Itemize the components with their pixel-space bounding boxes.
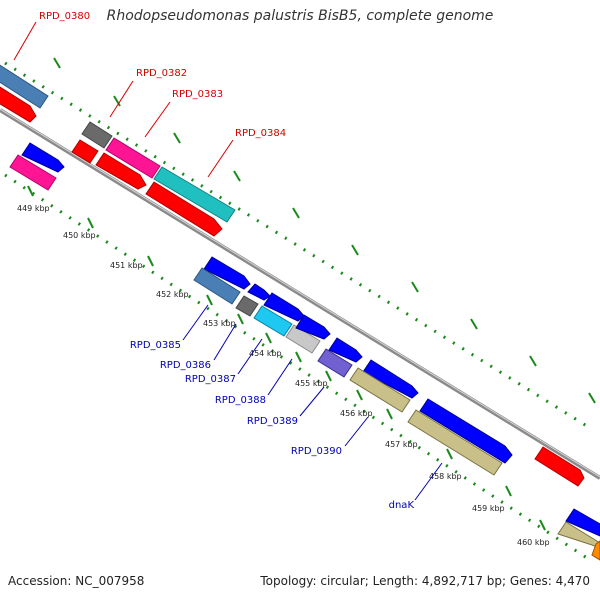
gene-rpd0380 <box>0 64 49 109</box>
gene-rpd0386 <box>235 295 259 317</box>
tick-label: 453 kbp <box>203 319 236 328</box>
gene-red <box>95 152 147 190</box>
tick-label: 459 kbp <box>472 504 505 513</box>
gene-blue <box>247 283 271 301</box>
gene-label-rpd0385: RPD_0385 <box>130 340 181 351</box>
topology-summary: Topology: circular; Length: 4,892,717 bp… <box>260 574 590 588</box>
genes-upper <box>0 64 585 487</box>
gene-label-rpd0390: RPD_0390 <box>291 446 342 457</box>
tick-label: 458 kbp <box>429 472 462 481</box>
outer-major-ticks <box>53 57 596 404</box>
accession-text: Accession: NC_007958 <box>8 574 145 588</box>
gene-label-rpd0384: RPD_0384 <box>235 128 286 139</box>
gene-blue <box>263 292 305 322</box>
gene-label-rpd0388: RPD_0388 <box>215 395 266 406</box>
tick-label: 449 kbp <box>17 204 50 213</box>
leader-line <box>109 80 134 118</box>
gene-label-rpd0382: RPD_0382 <box>136 68 187 79</box>
gene-red <box>0 86 37 123</box>
gene-rpd0388 <box>285 324 321 354</box>
gene-dnak <box>407 409 503 476</box>
gene-label-rpd0380: RPD_0380 <box>39 11 90 22</box>
gene-blue <box>21 142 65 173</box>
tick-label: 460 kbp <box>517 538 550 547</box>
gene-blue <box>328 337 363 363</box>
gene-red <box>145 181 223 237</box>
leader-line <box>182 304 209 341</box>
tick-label: 456 kbp <box>340 409 373 418</box>
gene-rpd0385 <box>193 267 241 305</box>
tick-label: 452 kbp <box>156 290 189 299</box>
gene-pink <box>9 154 57 191</box>
gene-red <box>71 139 99 164</box>
gene-gray <box>81 121 113 149</box>
leader-line <box>207 139 234 178</box>
gene-red <box>534 446 585 487</box>
outer-tick-track <box>4 61 591 430</box>
backbone <box>0 108 600 480</box>
tick-label: 454 kbp <box>249 349 282 358</box>
tick-label: 457 kbp <box>385 440 418 449</box>
gene-blue <box>362 359 419 399</box>
tick-label: 455 kbp <box>295 379 328 388</box>
gene-orange <box>591 540 600 561</box>
gene-blue <box>203 256 251 290</box>
inner-tick-track <box>4 173 591 562</box>
tick-label: 450 kbp <box>63 231 96 240</box>
tick-label: 451 kbp <box>110 261 143 270</box>
gene-rpd0387 <box>253 305 293 337</box>
gene-label-rpd0387: RPD_0387 <box>185 374 236 385</box>
gene-rpd0382 <box>105 137 161 179</box>
gene-rpd0384 <box>153 166 236 223</box>
leader-line <box>144 101 171 138</box>
genes-lower <box>193 256 600 561</box>
gene-label-rpd0383: RPD_0383 <box>172 89 223 100</box>
gene-blue <box>295 314 331 340</box>
gene-rpd0389 <box>317 348 353 378</box>
map-title: Rhodopseudomonas palustris BisB5, comple… <box>106 8 494 24</box>
gene-label-rpd0386: RPD_0386 <box>160 360 211 371</box>
gene-blue <box>565 508 600 537</box>
gene-label-rpd0389: RPD_0389 <box>247 416 298 427</box>
inner-major-ticks <box>27 185 546 531</box>
gene-label-dnak: dnaK <box>389 500 415 511</box>
leader-line <box>13 21 37 61</box>
gene-rpd0390 <box>349 367 411 413</box>
gene-blue <box>419 398 513 464</box>
